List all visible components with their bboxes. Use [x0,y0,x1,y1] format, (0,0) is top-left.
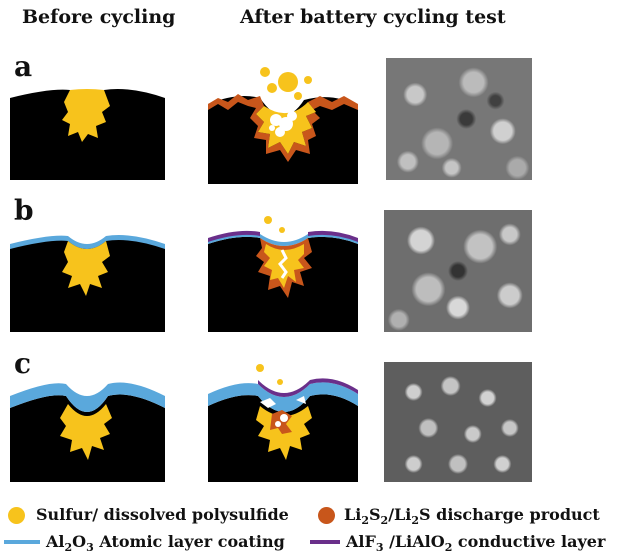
row-c-after-diagram [208,364,358,482]
row-b-after-diagram [208,216,358,332]
legend-al2o3: Al2O3 Atomic layer coating [46,532,285,554]
legend-li2s: Li2S2/Li2S discharge product [344,505,600,528]
al2o3-swatch-icon [4,540,40,544]
row-b-before-diagram [10,235,165,332]
legend-sulfur: Sulfur/ dissolved polysulfide [36,505,289,524]
row-b-sem-image [384,210,532,332]
row-a-after-diagram [208,67,358,184]
before-cycling-header: Before cycling [22,6,176,28]
after-cycling-header: After battery cycling test [240,6,506,28]
row-a-before-diagram [10,89,165,180]
legend-alf3: AlF3 /LiAlO2 conductive layer [346,532,606,554]
alf3-swatch-icon [310,540,340,544]
li2s-swatch-icon [318,507,335,524]
row-c-sem-image [384,362,532,482]
row-label-a: a [14,50,33,83]
sulfur-swatch-icon [8,507,25,524]
row-label-c: c [14,347,32,380]
row-a-sem-image [386,58,532,180]
row-label-b: b [14,194,34,227]
row-c-before-diagram [10,382,165,482]
